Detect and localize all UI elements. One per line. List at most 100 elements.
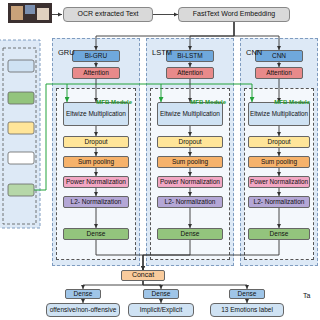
box-label: GRU — [58, 49, 75, 58]
layer-box: Dropout — [157, 136, 223, 148]
side-box — [8, 122, 34, 134]
meme-image-part — [25, 5, 35, 14]
box-label: Attention — [177, 69, 203, 76]
connector-arrow — [279, 79, 280, 102]
box-label: MFB Module — [274, 99, 310, 106]
connector-arrow — [96, 148, 97, 156]
side-panel — [0, 40, 40, 228]
connector-arrow — [153, 14, 178, 15]
attention-box: Attention — [255, 67, 303, 79]
connector-arrow — [190, 208, 191, 228]
connector-arrow — [96, 22, 234, 50]
layer-box: Sum pooling — [157, 156, 223, 168]
green-feature-drop — [67, 84, 68, 102]
process-box: FastText Word Embedding — [178, 7, 290, 22]
layer-box: L2- Normalization — [63, 196, 129, 208]
connector-arrow — [190, 22, 234, 50]
connector-arrow — [279, 168, 280, 176]
box-label: Attention — [83, 69, 109, 76]
box-label: LSTM — [152, 49, 172, 58]
attention-box: Attention — [166, 67, 214, 79]
connector-arrow — [143, 281, 247, 289]
note-label: Ta — [303, 284, 310, 302]
connector-arrow — [143, 281, 161, 289]
layer-box: Sum pooling — [63, 156, 129, 168]
connector-arrow — [83, 299, 84, 303]
box-label: Sum pooling — [172, 158, 208, 165]
meme-image — [8, 3, 52, 23]
box-label: Implicit/Explicit — [140, 306, 183, 313]
side-box — [8, 60, 34, 72]
attention-box: Attention — [72, 67, 120, 79]
green-feature-drop — [161, 84, 162, 102]
box-label: MFB Module — [96, 99, 132, 106]
box-label: Dense — [238, 290, 257, 297]
box-label: Dense — [270, 230, 289, 237]
layer-box: Eltwize Multiplication — [248, 102, 310, 126]
layer-box: L2- Normalization — [157, 196, 223, 208]
module-group: MFB ModuleEltwize MultiplicationDropoutS… — [244, 88, 314, 260]
connector-arrow — [96, 62, 97, 67]
connector-arrow — [279, 148, 280, 156]
box-label: CNN — [272, 52, 286, 59]
output-box: 13 Emotions label — [210, 303, 284, 317]
connector-arrow — [190, 62, 191, 67]
meme-image-part — [37, 8, 49, 20]
box-label: Dense — [152, 290, 171, 297]
image-arrow — [52, 14, 62, 15]
connector-arrow — [143, 240, 190, 270]
dense-box: Dense — [65, 289, 101, 299]
green-feature-line — [34, 84, 252, 190]
encoder-box: Bi-GRU — [72, 50, 120, 62]
connector-arrow — [279, 62, 280, 67]
connector-arrow — [96, 240, 143, 270]
box-label: L2- Normalization — [71, 198, 122, 205]
connector-arrow — [190, 79, 191, 102]
connector-arrow — [96, 126, 97, 136]
box-label: Dense — [87, 230, 106, 237]
box-label: Bi-LSTM — [177, 52, 202, 59]
connector-arrow — [96, 188, 97, 196]
model-panel: LSTMBi-LSTMAttentionMFB ModuleEltwize Mu… — [146, 38, 234, 266]
layer-box: Eltwize Multiplication — [157, 102, 223, 126]
layer-box: Power Normalization — [63, 176, 129, 188]
box-label: Power Normalization — [160, 178, 220, 185]
box-label: Attention — [266, 69, 292, 76]
box-label: Power Normalization — [250, 178, 308, 185]
concat-box: Concat — [121, 270, 165, 281]
box-label: Power Normalization — [66, 178, 126, 185]
box-label: Sum pooling — [261, 158, 297, 165]
connector-arrow — [96, 168, 97, 176]
model-panel: GRUBi-GRU AttentionMFB ModuleEltwize Mult… — [52, 38, 140, 266]
box-label: Eltwize Multiplication — [160, 110, 220, 117]
box-label: Dense — [181, 230, 200, 237]
connector-arrow — [190, 148, 191, 156]
connector-arrow — [96, 208, 97, 228]
box-label: Eltwize Multiplication — [66, 110, 126, 117]
layer-box: L2- Normalization — [248, 196, 310, 208]
connector-arrow — [143, 240, 279, 270]
layer-box: Dropout — [248, 136, 310, 148]
dense-box: Dense — [248, 228, 310, 240]
dense-box: Dense — [229, 289, 265, 299]
dense-box: Dense — [157, 228, 223, 240]
box-label: offensive/non-offensive — [50, 306, 117, 313]
box-label: FastText Word Embedding — [193, 10, 275, 18]
output-box: offensive/non-offensive — [46, 303, 120, 317]
side-box — [8, 152, 34, 164]
module-group: MFB ModuleEltwize MultiplicationDropoutS… — [56, 88, 136, 260]
dense-box: Dense — [143, 289, 179, 299]
green-feature-drop — [252, 84, 253, 102]
connector-arrow — [279, 188, 280, 196]
side-box — [8, 92, 34, 104]
box-label: OCR extracted Text — [78, 10, 139, 18]
layer-box: Sum pooling — [248, 156, 310, 168]
model-panel: CNN CNN AttentionMFB ModuleEltwize Multipl… — [240, 38, 318, 266]
box-label: CNN — [246, 49, 262, 58]
connector-arrow — [247, 299, 248, 303]
process-box: OCR extracted Text — [63, 7, 153, 22]
connector-arrow — [190, 168, 191, 176]
box-label: 13 Emotions label — [221, 306, 273, 313]
box-label: Dropout — [178, 138, 201, 145]
